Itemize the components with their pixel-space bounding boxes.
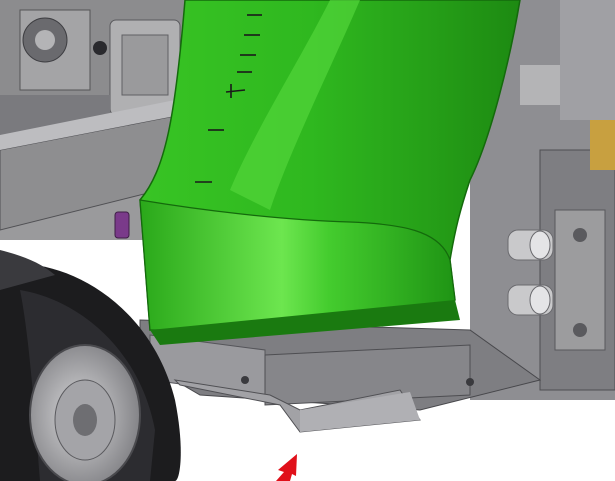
wheel <box>0 250 181 481</box>
purple-fitting <box>114 211 130 239</box>
base-plate <box>139 319 542 433</box>
hose-fittings <box>507 229 554 316</box>
green-hood <box>139 0 521 345</box>
red-arrow-icon <box>276 454 297 481</box>
